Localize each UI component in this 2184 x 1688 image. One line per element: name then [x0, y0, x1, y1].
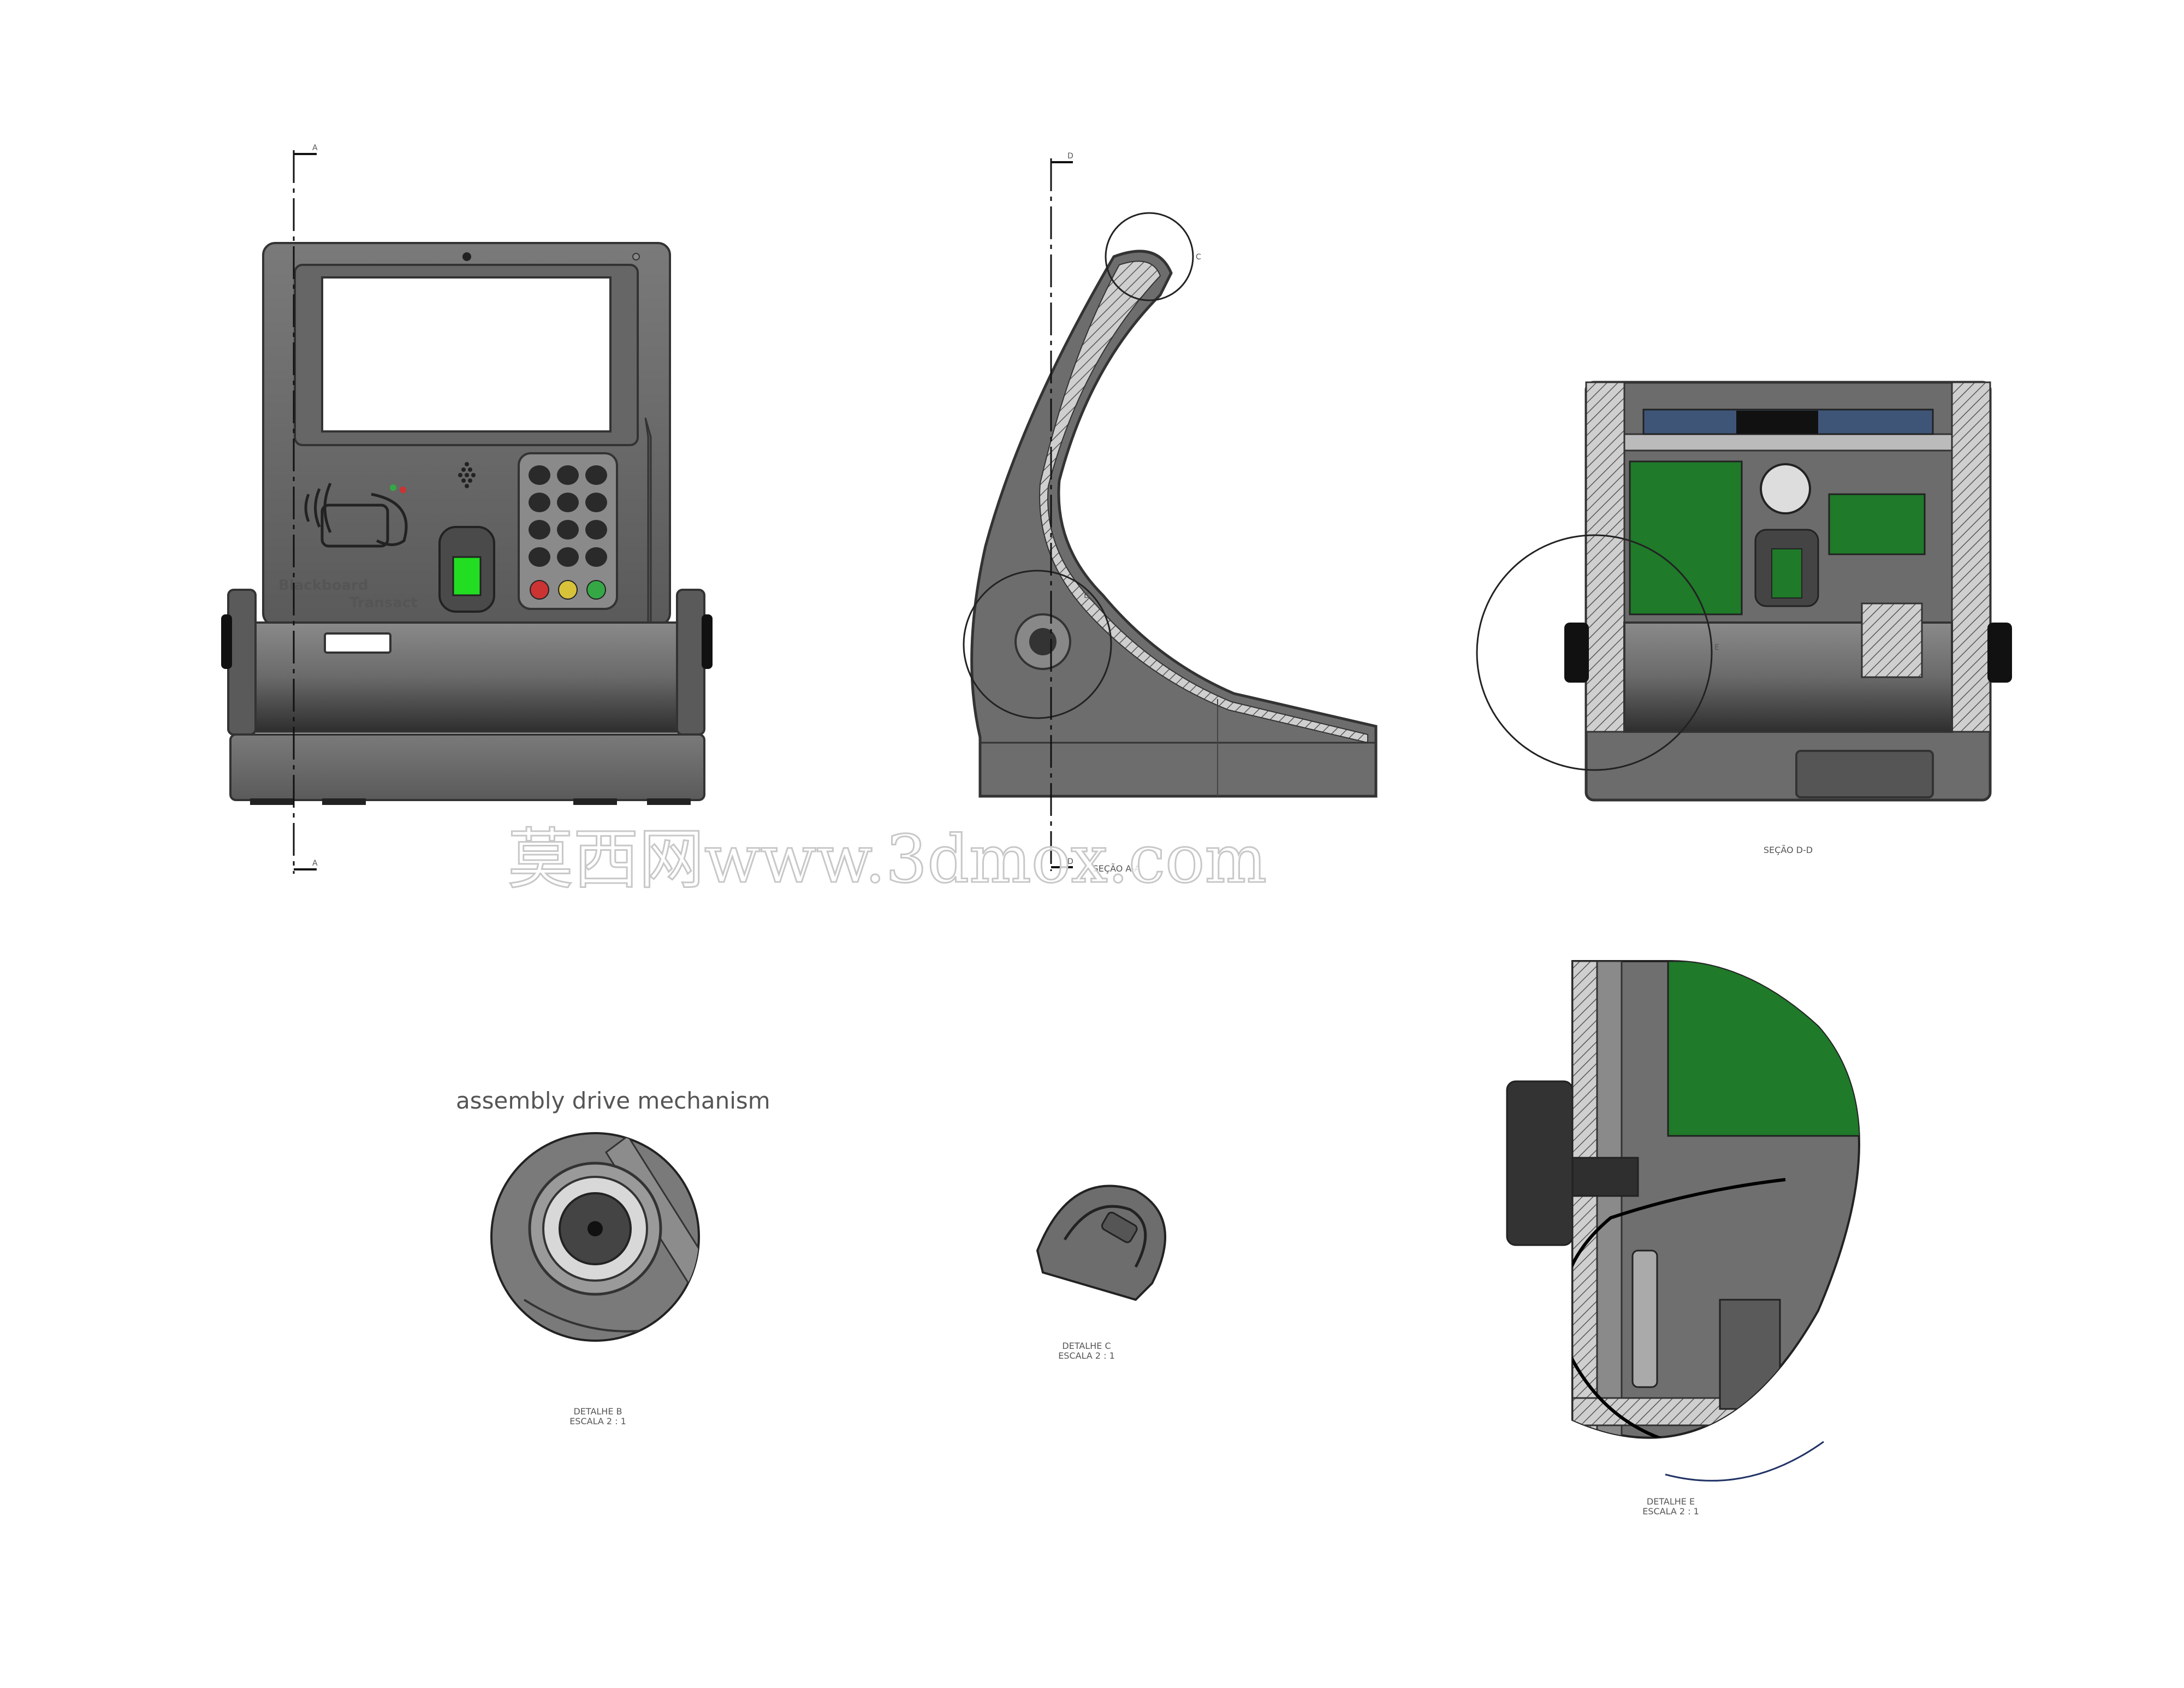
section-view: E SEÇÃO D-D [1476, 381, 2012, 855]
left-knob [221, 614, 232, 669]
assembly-heading: assembly drive mechanism [456, 1087, 770, 1114]
section-marker-a-top: A [312, 144, 318, 152]
section-left-knob [1564, 623, 1589, 683]
keypad-key [585, 465, 607, 485]
detail-b-marker: B [1084, 591, 1089, 600]
section-a-caption: SEÇÃO A-A [1093, 863, 1141, 874]
keypad-key [557, 547, 579, 567]
keypad-key [557, 520, 579, 540]
keypad-key [529, 520, 550, 540]
keypad-key [585, 493, 607, 512]
section-d-caption: SEÇÃO D-D [1764, 845, 1813, 855]
brand-line-2: Transact [349, 595, 418, 611]
side-hatch-wall [1039, 260, 1368, 744]
section-marker-d-bottom: D [1067, 857, 1073, 866]
detail-b: DETALHE B ESCALA 2 : 1 [490, 1132, 700, 1426]
section-base-slot [1795, 750, 1934, 798]
front-view: Blackboard Transact A A [221, 144, 713, 874]
enter-key [586, 580, 606, 600]
foot-right [647, 798, 691, 805]
detail-e: DETALHE E ESCALA 2 : 1 [1506, 960, 1860, 1517]
detail-e-circle [1476, 534, 1713, 771]
contactless-card-icon [304, 482, 408, 548]
section-marker-d-top: D [1067, 152, 1073, 161]
cancel-key [530, 580, 549, 600]
detail-e-title: DETALHE E [1647, 1496, 1695, 1507]
foot-mid-right [573, 798, 617, 805]
print-drum [253, 621, 681, 733]
detail-b-title: DETALHE B [573, 1406, 622, 1417]
right-knob [702, 614, 713, 669]
keypad-keys [529, 465, 607, 600]
keypad-key [529, 547, 550, 567]
detail-b-circle [963, 570, 1112, 719]
keypad-key [557, 493, 579, 512]
right-hinge [676, 589, 705, 736]
detail-c-marker: C [1196, 253, 1201, 262]
left-hinge [227, 589, 257, 736]
detail-e-scale: ESCALA 2 : 1 [1642, 1506, 1699, 1517]
section-right-knob [1987, 623, 2012, 683]
side-profile [970, 250, 1378, 798]
clear-key [558, 580, 578, 600]
keypad-key [557, 465, 579, 485]
led-green [390, 484, 396, 491]
brand-line-1: Blackboard [278, 577, 368, 594]
section-marker-a-bottom: A [312, 859, 318, 868]
fingerprint-sensor [452, 556, 482, 596]
detail-e-cable-tail [1665, 1441, 1824, 1482]
side-view: B C D D SEÇÃO A-A [963, 152, 1378, 874]
camera-icon [462, 252, 471, 261]
pcb-left [1629, 460, 1743, 615]
led-red [400, 487, 406, 493]
detail-e-cable [1572, 1178, 1786, 1438]
section-top-bar [1623, 433, 1953, 452]
fingerprint-module-board [1771, 548, 1802, 599]
watermark: 莫西网www.3dmox.com [508, 822, 1267, 898]
pcb-right [1828, 493, 1926, 555]
detail-e-marker: E [1714, 643, 1719, 652]
detail-b-scale: ESCALA 2 : 1 [569, 1416, 626, 1426]
foot-mid-left [322, 798, 366, 805]
card-slot [324, 632, 391, 654]
section-right-wall [1951, 381, 1991, 733]
keypad-key [585, 547, 607, 567]
indicator-light [632, 253, 640, 260]
detail-c: DETALHE C ESCALA 2 : 1 [1036, 1184, 1166, 1361]
speaker-grille [458, 462, 476, 488]
base [229, 733, 705, 801]
detail-c-circle [1105, 212, 1194, 301]
hatched-block [1861, 602, 1923, 678]
speaker-component [1760, 463, 1811, 514]
keypad-key [585, 520, 607, 540]
foot-left [250, 798, 294, 805]
section-left-wall [1585, 381, 1625, 733]
card-stack-label [1736, 411, 1818, 434]
keypad-key [529, 465, 550, 485]
drive-hub-core [1029, 628, 1057, 655]
detail-c-scale: ESCALA 2 : 1 [1058, 1351, 1115, 1361]
detail-e-pcb [1667, 961, 1859, 1137]
detail-c-title: DETALHE C [1062, 1341, 1111, 1351]
screen [321, 276, 612, 433]
drive-core [587, 1221, 603, 1236]
keypad-key [529, 493, 550, 512]
